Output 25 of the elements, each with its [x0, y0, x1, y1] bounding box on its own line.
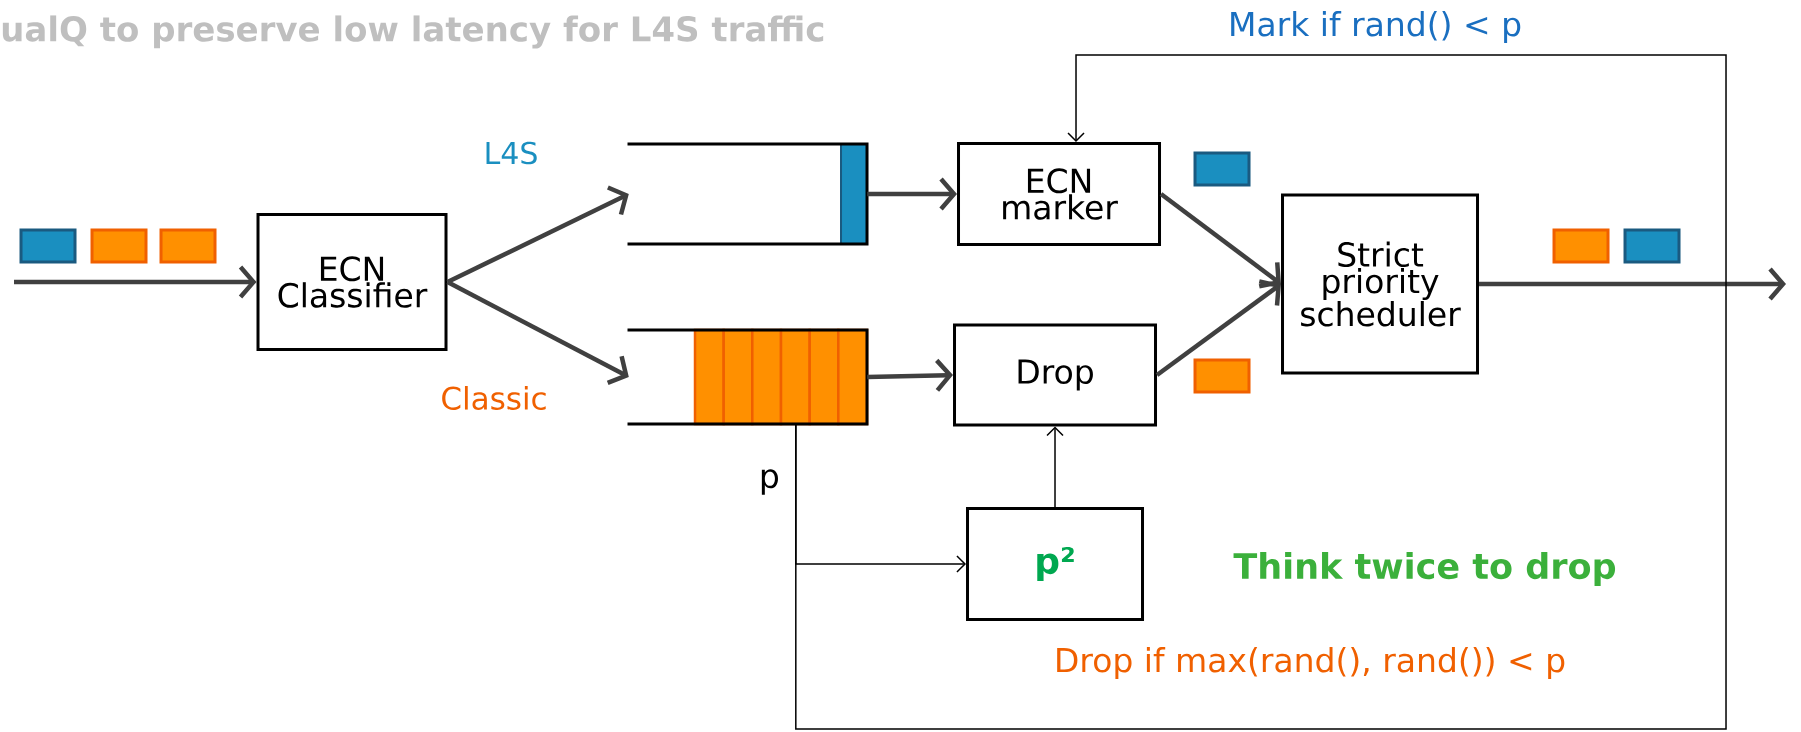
arrow	[446, 280, 629, 385]
edge-label: Mark if rand() < p	[1225, 9, 1525, 45]
arrow	[867, 358, 953, 392]
marker-box: ECN marker	[957, 142, 1161, 246]
note: Think twice to drop	[1233, 552, 1616, 586]
queue	[627, 142, 869, 246]
note: Drop if max(rand(), rand()) < p	[1057, 647, 1565, 679]
arrow	[1159, 192, 1281, 289]
arrow	[14, 265, 257, 299]
drop-box: Drop	[953, 323, 1157, 427]
queue-label: L4S	[486, 141, 537, 165]
arrow	[1046, 426, 1064, 508]
edge-label: p	[756, 467, 782, 497]
queue-label: Classic	[442, 386, 546, 410]
scheduler-box: Strict priority scheduler	[1281, 193, 1479, 375]
classifier-box: ECN Classifier	[256, 213, 448, 351]
arrow	[795, 54, 1727, 730]
queue	[627, 328, 869, 426]
arrow	[795, 423, 966, 573]
arrow	[867, 177, 957, 211]
arrow	[446, 185, 629, 285]
arrow	[1155, 279, 1282, 377]
probability-box: p²	[966, 507, 1144, 621]
title: ualQ to preserve low latency for L4S traffic	[2, 15, 824, 49]
arrow	[1479, 267, 1786, 301]
